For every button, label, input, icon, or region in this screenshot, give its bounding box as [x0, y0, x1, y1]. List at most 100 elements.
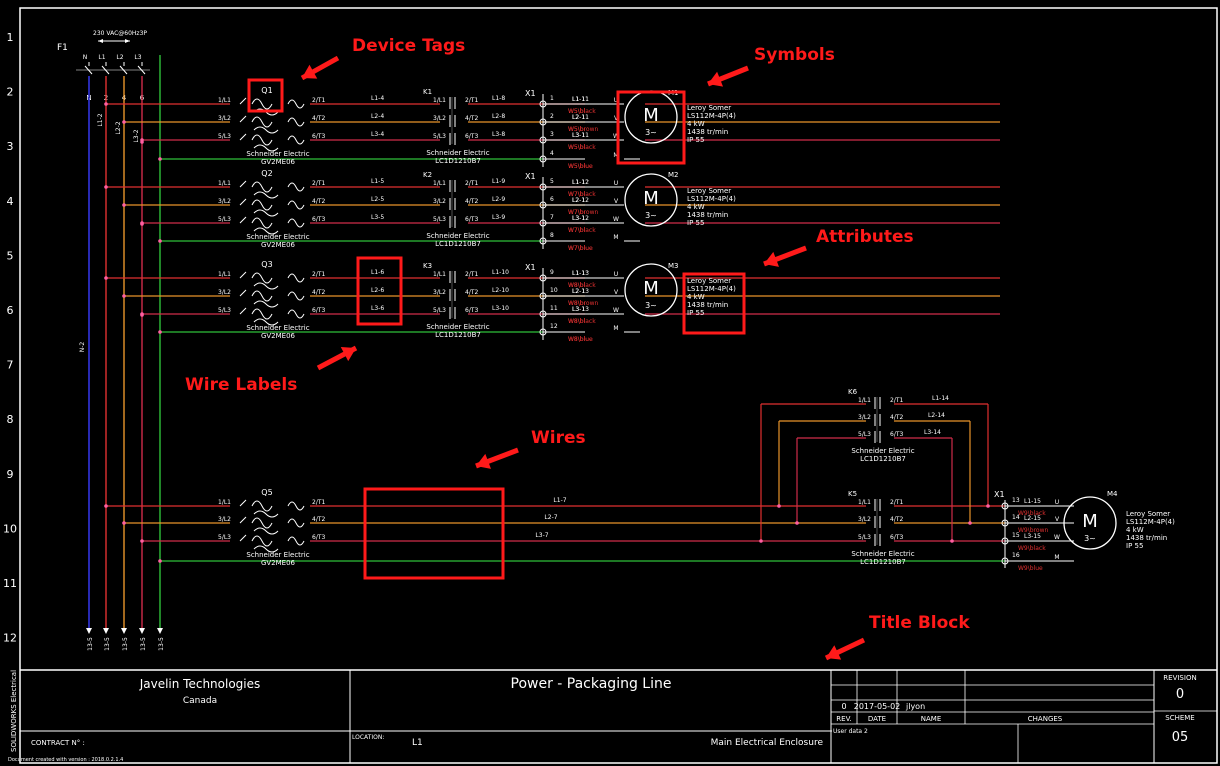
- terminal-number: 13: [1012, 497, 1020, 504]
- contactor-terminal-out: 6/T3: [890, 431, 904, 438]
- enclosure-name: Main Electrical Enclosure: [711, 738, 824, 748]
- contactor-maker: Schneider Electric: [426, 232, 489, 240]
- annotation-box-symbol: [616, 90, 686, 165]
- breaker-gap: [230, 98, 310, 110]
- breaker-part-number: GV2ME06: [261, 332, 296, 340]
- cable-label: W9\brown: [1018, 527, 1048, 534]
- company-country: Canada: [183, 696, 217, 706]
- breaker-terminal-in: 3/L2: [218, 516, 231, 523]
- contactor-terminal-in: 3/L2: [433, 115, 446, 122]
- thermal-element: [253, 318, 279, 326]
- contactor-gap: [440, 181, 468, 193]
- off-page-reference: 13-5: [140, 637, 147, 651]
- contactor-gap: [440, 116, 468, 128]
- contactor-tag-K2: K2: [423, 171, 432, 179]
- breaker-gap: [230, 308, 310, 320]
- revision-row-rev: 0: [841, 702, 846, 711]
- contactor-gap: [440, 134, 468, 146]
- motor-attribute: LS112M-4P(4): [687, 285, 736, 293]
- ground-junction: [158, 157, 162, 161]
- wire-labels-callout: Wire Labels: [185, 375, 297, 395]
- motor-attribute: 4 kW: [687, 293, 705, 301]
- ground-junction: [140, 222, 144, 226]
- motor-attribute: 1438 tr/min: [1126, 534, 1167, 542]
- motor-symbol: [624, 263, 678, 317]
- terminal-number: 5: [550, 178, 554, 185]
- header-date: DATE: [868, 715, 886, 723]
- terminal-number: 6: [550, 196, 554, 203]
- cable-label: W5\blue: [568, 163, 593, 170]
- thermal-element: [253, 527, 279, 535]
- drawing-frame: [19, 7, 1218, 764]
- breaker-terminal-in: 1/L1: [218, 271, 231, 278]
- motor-attribute: 1438 tr/min: [687, 211, 728, 219]
- terminal-block-tag: X1: [525, 89, 536, 98]
- attributes-callout-arrow: [763, 245, 807, 267]
- motor-attribute: Leroy Somer: [1126, 510, 1170, 518]
- wire-label: L3-4: [371, 131, 384, 138]
- contactor-gap: [440, 199, 468, 211]
- contactor-part-number: LC1D1210B7: [435, 331, 481, 339]
- wire-label: L2-8: [492, 113, 505, 120]
- motor-phase-label: 3~: [645, 211, 657, 220]
- motor-terminal-label: U: [614, 180, 618, 187]
- revision-label: REVISION: [1163, 674, 1196, 682]
- thermal-element: [253, 209, 279, 217]
- terminal-number: 7: [550, 214, 554, 221]
- motor-attribute: 1438 tr/min: [687, 128, 728, 136]
- breaker-terminal-out: 4/T2: [312, 289, 326, 296]
- off-page-reference: 13-5: [158, 637, 165, 651]
- wire-label: L1-7: [553, 497, 566, 504]
- wires-callout: Wires: [531, 428, 586, 448]
- bus-junction: [104, 504, 108, 508]
- motor-symbol-letter: M: [643, 188, 659, 209]
- wire-labels-callout-arrow: [316, 345, 358, 371]
- motor-terminal-label: U: [614, 97, 618, 104]
- user-data-label: User data 2: [833, 728, 868, 735]
- cable-label: W8\black: [568, 318, 596, 325]
- breaker-terminal-in: 3/L2: [218, 289, 231, 296]
- motor-attribute: Leroy Somer: [687, 277, 731, 285]
- thermal-element: [253, 510, 279, 518]
- off-page-reference: 13-5: [104, 637, 111, 651]
- breaker-contact-symbol: [239, 133, 305, 146]
- wire-label: L2-12: [572, 197, 589, 204]
- motor-tag: M2: [668, 171, 679, 179]
- ground-junction: [158, 330, 162, 334]
- cable-label: W8\brown: [568, 300, 598, 307]
- off-page-reference: 13-5: [87, 637, 94, 651]
- contactor-terminal-out: 4/T2: [890, 414, 904, 421]
- terminal-number: 2: [550, 113, 554, 120]
- motor-terminal-label: W: [613, 133, 619, 140]
- breaker-gap: [230, 517, 310, 529]
- wire-label: L2-12: [572, 197, 589, 204]
- breaker-part-number: GV2ME06: [261, 559, 296, 567]
- breaker-contact-symbol: [239, 216, 305, 229]
- breaker-terminal-out: 6/T3: [312, 133, 326, 140]
- breaker-contact-symbol: [239, 97, 305, 110]
- contactor-terminal-out: 6/T3: [465, 133, 479, 140]
- motor-attribute: 4 kW: [687, 203, 705, 211]
- contactor-terminal-in: 3/L2: [858, 414, 871, 421]
- contactor-tag-K6: K6: [848, 388, 858, 396]
- wire-label: L1-4: [371, 95, 384, 102]
- wire-label: L3-14: [924, 429, 941, 436]
- location-label: LOCATION:: [352, 734, 384, 741]
- revision-row-name: jlyon: [905, 702, 925, 711]
- cable-label: W5\blue: [568, 163, 593, 170]
- company-name: Javelin Technologies: [139, 677, 261, 691]
- motor-terminal-label: W: [1054, 534, 1060, 541]
- motor-symbol: [624, 173, 678, 227]
- breaker-terminal-out: 2/T1: [312, 180, 326, 187]
- row-number: 4: [7, 195, 14, 208]
- wire-label: L2-11: [572, 114, 589, 121]
- contactor-terminal-in: 1/L1: [858, 499, 871, 506]
- thermal-element: [253, 227, 279, 235]
- breaker-contact-symbol: [239, 198, 305, 211]
- row-number: 3: [7, 140, 14, 153]
- wire-label: L2-11: [572, 114, 589, 121]
- wire-label: L1-12: [572, 179, 589, 186]
- ground-junction: [158, 559, 162, 563]
- wire-label: L2-13: [572, 288, 589, 295]
- motor-terminal-label: V: [614, 115, 619, 122]
